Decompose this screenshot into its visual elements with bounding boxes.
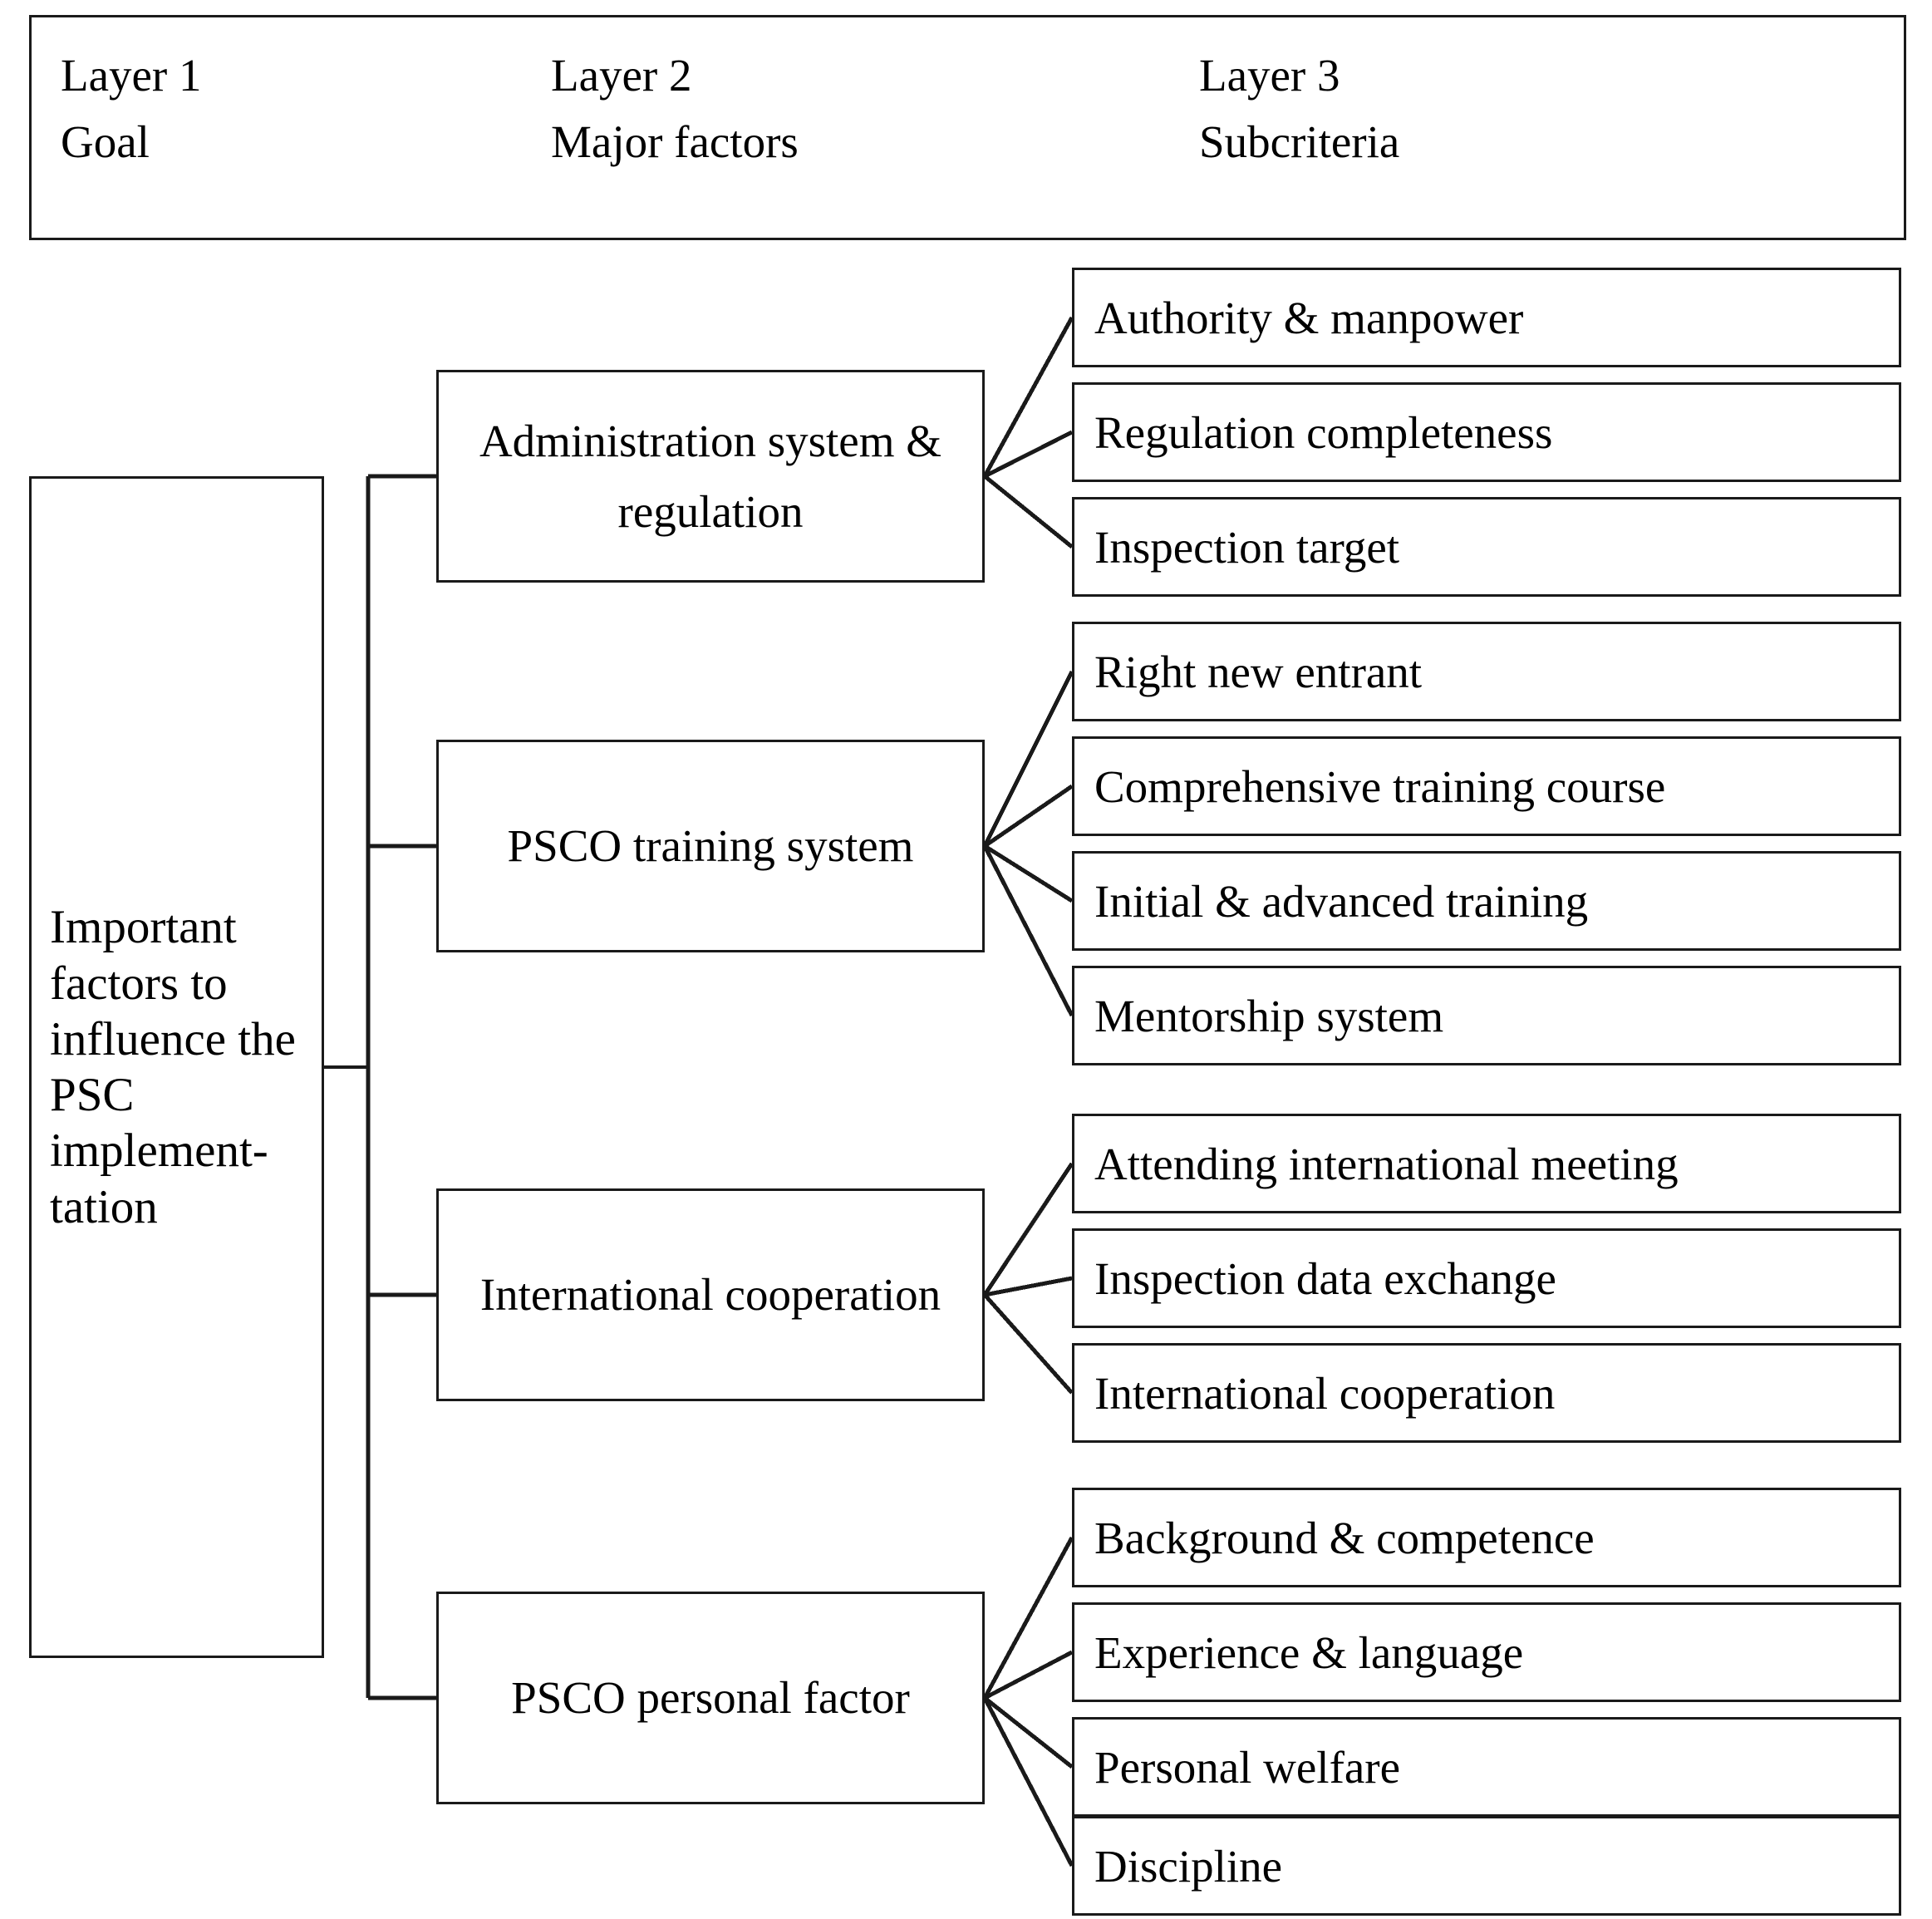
- legend-column-layer-2: Layer 2 Major factors: [551, 42, 799, 175]
- legend-column-layer-1: Layer 1 Goal: [61, 42, 202, 175]
- legend-role-label: Goal: [61, 116, 150, 167]
- major-factor-node-4: PSCO personal factor: [436, 1592, 985, 1804]
- goal-node-label: Important factors to influence the PSC i…: [50, 901, 296, 1233]
- subcriteria-label: Discipline: [1094, 1840, 1283, 1892]
- subcriteria-node: Attending international meeting: [1072, 1114, 1901, 1213]
- subcriteria-label: Personal welfare: [1094, 1741, 1401, 1793]
- legend-layer-label: Layer 2: [551, 50, 692, 101]
- subcriteria-label: Experience & language: [1094, 1626, 1524, 1678]
- subcriteria-label: Attending international meeting: [1094, 1138, 1679, 1189]
- subcriteria-node: Inspection data exchange: [1072, 1228, 1901, 1328]
- subcriteria-label: Regulation completeness: [1094, 406, 1553, 458]
- legend-column-layer-3: Layer 3 Subcriteria: [1199, 42, 1399, 175]
- subcriteria-node: Background & competence: [1072, 1488, 1901, 1587]
- subcriteria-label: Background & competence: [1094, 1512, 1595, 1563]
- legend-role-label: Subcriteria: [1199, 116, 1400, 167]
- subcriteria-label: Authority & manpower: [1094, 292, 1524, 343]
- subcriteria-node: International cooperation: [1072, 1343, 1901, 1443]
- subcriteria-label: Comprehensive training course: [1094, 760, 1666, 812]
- subcriteria-label: Inspection target: [1094, 521, 1400, 573]
- major-factor-label: PSCO training system: [507, 820, 914, 872]
- subcriteria-node: Discipline: [1072, 1816, 1901, 1916]
- subcriteria-label: Inspection data exchange: [1094, 1252, 1556, 1304]
- subcriteria-label: Right new entrant: [1094, 646, 1423, 697]
- legend-layer-label: Layer 3: [1199, 50, 1340, 101]
- major-factor-label: International cooperation: [479, 1269, 941, 1321]
- major-factor-label: PSCO personal factor: [511, 1672, 910, 1724]
- legend-role-label: Major factors: [551, 116, 799, 167]
- subcriteria-node: Right new entrant: [1072, 622, 1901, 721]
- subcriteria-node: Inspection target: [1072, 497, 1901, 597]
- subcriteria-node: Initial & advanced training: [1072, 851, 1901, 951]
- subcriteria-node: Experience & language: [1072, 1602, 1901, 1702]
- legend-layer-label: Layer 1: [61, 50, 202, 101]
- subcriteria-node: Comprehensive training course: [1072, 736, 1901, 836]
- subcriteria-node: Personal welfare: [1072, 1717, 1901, 1817]
- subcriteria-label: Initial & advanced training: [1094, 875, 1589, 927]
- major-factor-node-3: International cooperation: [436, 1188, 985, 1401]
- goal-node: Important factors to influence the PSC i…: [29, 476, 324, 1658]
- subcriteria-label: Mentorship system: [1094, 990, 1444, 1041]
- subcriteria-node: Regulation completeness: [1072, 382, 1901, 482]
- major-factor-label: Administration system & regulation: [479, 415, 942, 537]
- major-factor-node-2: PSCO training system: [436, 740, 985, 952]
- subcriteria-label: International cooperation: [1094, 1367, 1556, 1419]
- legend-header-box: Layer 1 Goal Layer 2 Major factors Layer…: [29, 15, 1906, 240]
- subcriteria-node: Authority & manpower: [1072, 268, 1901, 367]
- subcriteria-node: Mentorship system: [1072, 966, 1901, 1065]
- major-factor-node-1: Administration system & regulation: [436, 370, 985, 583]
